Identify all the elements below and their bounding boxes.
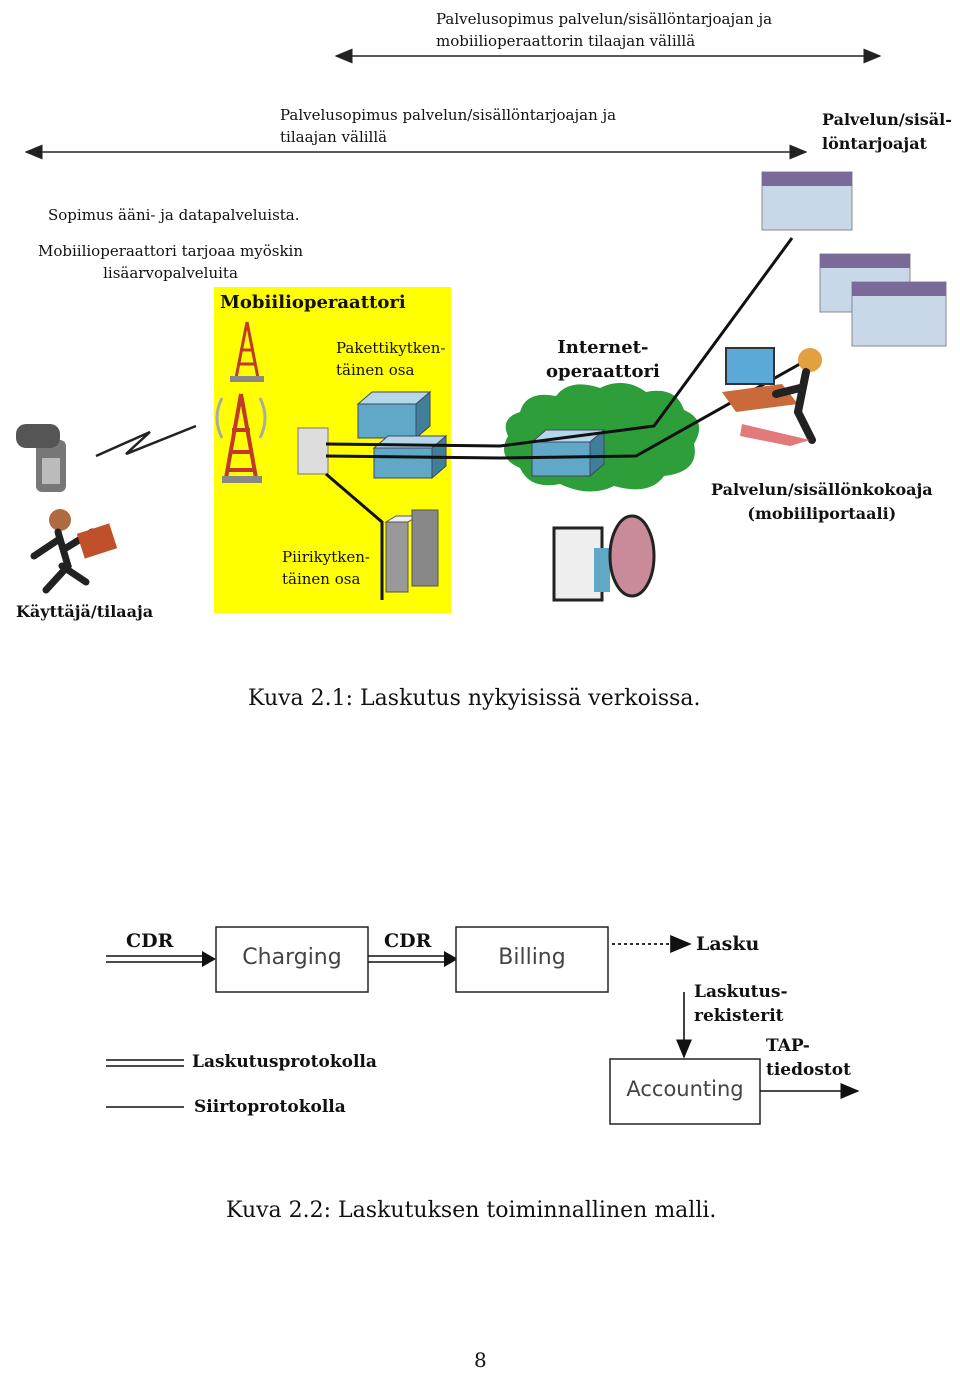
billing-box: [455, 926, 609, 993]
charging-box: [215, 926, 369, 993]
mobile-phone-icon: [16, 424, 66, 492]
charging-label: Charging: [242, 945, 342, 970]
figure-billing-model: CDR Charging CDR Billing Lasku Laskutus-…: [0, 900, 960, 1150]
gateway-server-icon: [297, 427, 329, 475]
packet-switch-icon: [356, 390, 448, 480]
cdr-middle-arrow: [368, 951, 458, 967]
telephone-exchange-icon: [552, 514, 656, 602]
packet-switched-label: Pakettikytken- täinen osa: [336, 339, 446, 379]
mobile-operator-label: Mobiilioperaattori: [220, 292, 406, 313]
figure-network-billing: Palvelusopimus palvelun/sisällöntarjoaja…: [0, 0, 960, 640]
radio-link-icon: [95, 424, 197, 458]
network-diagram-graphics: [16, 48, 947, 613]
antenna-tower-large-icon: [215, 393, 267, 483]
user-label: Käyttäjä/tilaaja: [16, 602, 154, 621]
operator-contract-label: Palvelusopimus palvelun/sisällöntarjoaja…: [436, 10, 773, 50]
figure-2-caption: Kuva 2.2: Laskutuksen toiminnallinen mal…: [226, 1198, 717, 1223]
circuit-switch-icon: [384, 509, 439, 593]
connection-lines: [325, 237, 815, 600]
cdr-middle-label: CDR: [384, 930, 432, 952]
content-providers-label: Palvelun/sisäl- löntarjoajat: [822, 110, 952, 153]
figure-1-caption: Kuva 2.1: Laskutus nykyisissä verkoissa.: [248, 686, 701, 711]
billing-registers-label: Laskutus- rekisterit: [694, 982, 788, 1026]
billing-label: Billing: [498, 945, 566, 970]
accounting-label: Accounting: [626, 1077, 744, 1101]
voice-data-contract-label: Sopimus ääni- ja datapalveluista.: [48, 206, 300, 224]
value-added-services-label: Mobiilioperaattori tarjoaa myöskin lisäa…: [38, 242, 304, 282]
page-number: 8: [474, 1348, 487, 1372]
cdr-input-arrow: [106, 951, 216, 967]
tap-files-label: TAP- tiedostot: [766, 1036, 851, 1080]
legend-billing-protocol: Laskutusprotokolla: [192, 1052, 377, 1072]
circuit-switched-label: Piirikytken- täinen osa: [282, 548, 370, 588]
aggregator-label: Palvelun/sisällönkokoaja (mobiiliportaal…: [711, 480, 933, 523]
subscriber-contract-label: Palvelusopimus palvelun/sisällöntarjoaja…: [280, 106, 617, 146]
billing-model-graphics: [106, 926, 860, 1125]
antenna-tower-icon: [230, 321, 264, 382]
invoice-label: Lasku: [696, 933, 760, 955]
legend-transfer-protocol: Siirtoprotokolla: [194, 1097, 346, 1117]
internet-operator-label: Internet- operaattori: [546, 337, 660, 382]
portal-workstation-icon: [722, 347, 822, 446]
content-provider-icon: [761, 171, 947, 347]
running-user-icon: [30, 509, 118, 594]
accounting-box: [609, 1058, 761, 1125]
cdr-input-label: CDR: [126, 930, 174, 952]
